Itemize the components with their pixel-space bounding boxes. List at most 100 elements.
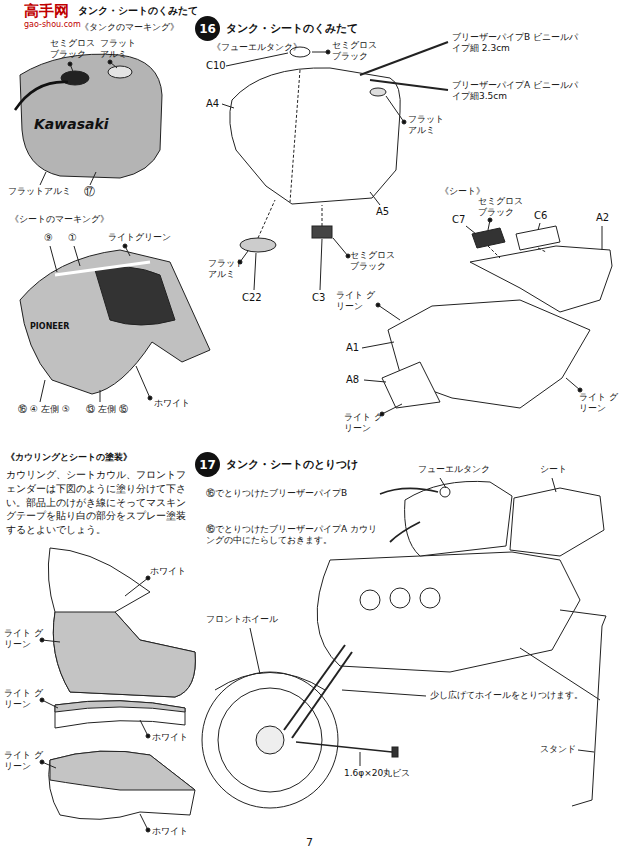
part-label: A4 [206,98,219,111]
label-slot: ブリーザーパイプB ビニールパイプ細 2.3cm [452,32,584,55]
part-label: ⑬ 左側 ⑮ [86,404,128,415]
label-slot: ライト グリーン [344,412,384,435]
label-slot: ① [68,232,77,245]
label-slot: 《フューエルタンク》 [212,42,302,53]
label-slot: 《シートのマーキング》 [10,214,109,225]
label-slot: 《カウリングとシートの塗装》 [6,452,132,463]
label-slot: ライト グリーン [4,750,44,773]
part-label: フューエルタンク [418,464,490,475]
label-slot: gao-shou.com [24,20,81,30]
label-slot: C10 [206,60,226,73]
label-slot: A1 [346,342,359,355]
label-slot: フラットアルミ [8,186,71,197]
label-slot: Kawasaki [34,116,109,134]
part-label: ⑯ ④ 左側 ⑤ [18,404,70,415]
step-heading: 17 タンク・シートのとりつけ [195,452,358,477]
label-slot: C22 [242,292,262,305]
label-slot: セミグロス ブラック [50,38,100,61]
label-slot: セミグロス ブラック [350,250,400,273]
part-label: セミグロス ブラック [478,196,528,219]
instruction-note: カウリング、シートカウル、フロントフェンダーは下図のように塗り分けて下さい。部品… [6,468,194,537]
label-slot: ⑯でとりつけたブリーザーパイプA カウリングの中にたらしておきます。 [206,524,384,547]
label-slot: 《シート》 [440,186,485,197]
label-slot: ライト グリーン [4,688,44,711]
label-slot: 1.6φ×20丸ビス [344,768,410,779]
label-slot: C7 [452,214,465,227]
step-number: 17 [195,452,220,477]
label-slot: A4 [206,98,219,111]
part-label: ⑰ [84,185,95,199]
part-label: 1.6φ×20丸ビス [344,768,410,779]
part-label: ホワイト [152,732,188,743]
label-slot: A5 [376,206,389,219]
label-slot: PIONEER [30,322,69,332]
part-label: ホワイト [154,398,190,409]
part-label: 高手网 [24,2,69,21]
part-label: C22 [242,292,262,305]
part-label: フラット アルミ [208,258,248,281]
label-slot: フラット アルミ [408,114,448,137]
part-label: ⑨ [44,232,53,245]
part-label: 《シート》 [440,186,485,197]
label-slot: ライト グリーン [4,628,44,651]
part-label: 《カウリングとシートの塗装》 [6,452,132,463]
label-slot: A2 [596,212,609,225]
part-label: ホワイト [152,826,188,837]
part-label: フラット アルミ [100,38,140,61]
label-slot: ホワイト [154,398,190,409]
part-label: 《タンクのマーキング》 [80,22,179,33]
step-title: タンク・シートのくみたて [226,21,358,36]
part-label: C6 [534,210,547,223]
label-slot: ライト グリーン [579,392,619,415]
label-slot: フラット アルミ [100,38,140,61]
part-label: A8 [346,374,359,387]
label-slot: ライト グリーン [336,290,376,313]
part-label: セミグロス ブラック [332,40,382,63]
part-label: ライトグリーン [108,232,171,243]
label-slot: カウリング、シートカウル、フロントフェンダーは下図のように塗り分けて下さい。部品… [6,468,194,537]
part-label: C3 [312,292,325,305]
part-label: フロントホイール [206,614,278,625]
label-slot: 7 [306,836,313,850]
step-number: 16 [195,16,220,41]
label-slot: C6 [534,210,547,223]
part-label: セミグロス ブラック [50,38,100,61]
part-label: セミグロス ブラック [350,250,400,273]
part-label: A1 [346,342,359,355]
label-slot: 《タンクのマーキング》 [80,22,179,33]
label-slot: タンク・シートのくみたて [78,5,198,18]
label-slot: ライトグリーン [108,232,171,243]
part-label: ライト グリーン [336,290,376,313]
part-label: Kawasaki [34,116,109,134]
part-label: ⑯でとりつけたブリーザーパイプB [206,488,378,499]
label-slot: ホワイト [152,732,188,743]
part-label: ① [68,232,77,245]
label-slot: ブリーザーパイプA ビニールパイプ細3.5cm [452,80,584,103]
label-slot: セミグロス ブラック [332,40,382,63]
label-slot: ⑯ ④ 左側 ⑤ [18,404,70,415]
part-label: タンク・シートのくみたて [78,5,198,18]
label-slot: 高手网 [24,2,69,21]
part-label: gao-shou.com [24,20,81,30]
label-slot: C3 [312,292,325,305]
part-label: A5 [376,206,389,219]
part-label: スタンド [540,744,576,755]
part-label: ライト グリーン [579,392,619,415]
label-slot: 少し広げてホイールをとりつけます。 [430,690,583,701]
part-label: ライト グリーン [4,628,44,651]
part-label: ブリーザーパイプB ビニールパイプ細 2.3cm [452,32,584,55]
step-title: タンク・シートのとりつけ [226,457,358,472]
label-slot: ⑰ [84,185,95,199]
label-slot: ホワイト [152,826,188,837]
part-label: フラット アルミ [408,114,448,137]
label-slot: ホワイト [150,566,186,577]
label-slot: シート [540,464,567,475]
label-slot: ⑨ [44,232,53,245]
label-slot: ⑯でとりつけたブリーザーパイプB [206,488,378,499]
label-slot: フューエルタンク [418,464,490,475]
part-label: ブリーザーパイプA ビニールパイプ細3.5cm [452,80,584,103]
part-label: ライト グリーン [4,750,44,773]
label-slot: A8 [346,374,359,387]
part-label: ⑯でとりつけたブリーザーパイプA カウリングの中にたらしておきます。 [206,524,384,547]
